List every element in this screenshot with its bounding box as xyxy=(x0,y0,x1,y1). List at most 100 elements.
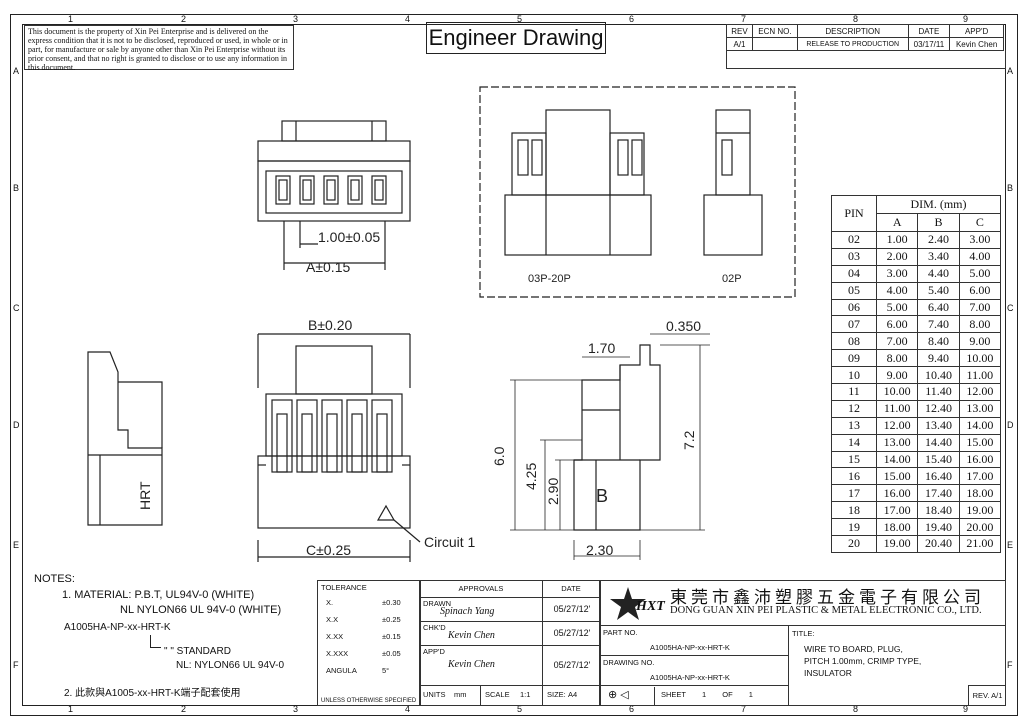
tolerance-header: TOLERANCE xyxy=(321,583,367,592)
front-view-03p xyxy=(504,109,652,256)
dim-value-cell: 17.40 xyxy=(917,484,960,503)
dim-value-cell: 3.00 xyxy=(875,264,919,283)
dim-value-cell: 10.40 xyxy=(917,366,960,385)
company-logo xyxy=(610,587,646,620)
dim-value-cell: 6.00 xyxy=(958,281,1002,300)
pin-count-cell: 02 xyxy=(831,231,877,249)
col-b-header: B xyxy=(917,213,960,232)
approved-row: APP'D Kevin Chen 05/27/12' xyxy=(420,645,600,686)
company-name-en: DONG GUAN XIN PEI PLASTIC & METAL ELECTR… xyxy=(670,605,982,616)
drawing-no-value: A1005HA-NP-xx-HRT-K xyxy=(650,673,730,682)
dim-value-cell: 18.40 xyxy=(917,501,960,520)
rear-view-cell xyxy=(346,399,368,473)
front-view-02p xyxy=(703,109,763,256)
rear-view-cell-inner xyxy=(301,413,313,473)
pin-count-cell: 05 xyxy=(831,281,877,300)
rear-view xyxy=(257,333,421,562)
pin-count-cell: 20 xyxy=(831,535,877,553)
zone-marker-A: A xyxy=(1007,66,1014,76)
zone-marker-7: 7 xyxy=(741,14,747,24)
side-view-right xyxy=(510,333,710,560)
zone-marker-E: E xyxy=(13,540,20,550)
dim-value-cell: 6.00 xyxy=(875,315,919,334)
appd-value: Kevin Chen xyxy=(949,37,1004,51)
approvals-header: APPROVALS xyxy=(420,581,543,598)
pin-count-cell: 11 xyxy=(831,383,877,401)
zone-marker-6: 6 xyxy=(629,704,635,714)
dim-value-cell: 8.00 xyxy=(875,349,919,368)
notes-bracket xyxy=(150,635,161,648)
label-02p: 02P xyxy=(722,273,742,285)
dim-value-cell: 7.00 xyxy=(958,298,1002,317)
dim-value-cell: 20.00 xyxy=(958,518,1002,537)
dim-value-cell: 3.40 xyxy=(917,247,960,266)
rear-view-cell-inner xyxy=(326,413,338,473)
top-view-cell xyxy=(323,175,339,205)
pin-count-cell: 18 xyxy=(831,501,877,520)
dim-0350: 0.350 xyxy=(666,318,701,334)
dim-72: 7.2 xyxy=(681,430,697,450)
dim-c: C±0.25 xyxy=(306,542,351,558)
drawn-date: 05/27/12' xyxy=(542,597,601,621)
notes-standard: " " STANDARD xyxy=(164,646,231,657)
zone-marker-F: F xyxy=(1007,660,1013,670)
dim-value-cell: 7.00 xyxy=(875,332,919,351)
tolerance-row: X.±0.30 xyxy=(326,598,401,607)
top-view-cell-inner xyxy=(326,179,336,201)
sheet-outer-border xyxy=(10,14,1018,716)
dim-value-cell: 19.00 xyxy=(958,501,1002,520)
pin-count-cell: 09 xyxy=(831,349,877,368)
zone-marker-2: 2 xyxy=(181,14,187,24)
dim-value-cell: 1.00 xyxy=(875,231,919,249)
dim-value-cell: 5.00 xyxy=(958,264,1002,283)
dim-value-cell: 6.40 xyxy=(917,298,960,317)
notes-material-nl: NL NYLON66 UL 94V-0 (WHITE) xyxy=(120,604,282,616)
dim-value-cell: 16.00 xyxy=(958,450,1002,469)
part-no-value: A1005HA-NP-xx-HRT-K xyxy=(650,643,730,652)
zone-marker-B: B xyxy=(1007,183,1014,193)
top-view-cell-inner xyxy=(350,179,360,201)
dim-value-cell: 13.00 xyxy=(958,399,1002,418)
dim-value-cell: 19.00 xyxy=(875,535,919,553)
dim-425: 4.25 xyxy=(523,463,539,490)
zone-marker-8: 8 xyxy=(853,14,859,24)
dim-mm-header: DIM. (mm) xyxy=(876,195,1001,214)
part-info: PART NO. A1005HA-NP-xx-HRT-K DRAWING NO.… xyxy=(600,625,789,705)
zone-marker-3: 3 xyxy=(293,704,299,714)
dim-value-cell: 16.00 xyxy=(875,484,919,503)
rear-view-cell xyxy=(271,399,293,473)
tolerance-row: X.XX±0.15 xyxy=(326,632,401,641)
revision-table-blank-row xyxy=(726,50,1006,69)
dim-value-cell: 12.40 xyxy=(917,399,960,418)
col-c-header: C xyxy=(958,213,1002,232)
dim-value-cell: 11.00 xyxy=(875,399,919,418)
dim-value-cell: 10.00 xyxy=(958,349,1002,368)
rev-box: REV. A/1 xyxy=(968,685,1006,706)
dim-value-cell: 21.00 xyxy=(958,535,1002,553)
revision-table: REV ECN NO. DESCRIPTION DATE APP'D A/1 R… xyxy=(725,24,1004,51)
hrt-mark: HRT xyxy=(137,481,153,510)
pin-header: PIN xyxy=(831,195,877,232)
pin-count-cell: 07 xyxy=(831,315,877,334)
dim-value-cell: 15.40 xyxy=(917,450,960,469)
rear-view-cell-inner xyxy=(351,413,363,473)
views-box xyxy=(479,86,796,298)
sheet-value: 1 xyxy=(701,690,707,699)
approved-date: 05/27/12' xyxy=(542,645,601,685)
label-03p-20p: 03P-20P xyxy=(528,273,571,285)
dim-value-cell: 12.00 xyxy=(875,416,919,435)
dim-value-cell: 2.00 xyxy=(875,247,919,266)
pin-count-cell: 13 xyxy=(831,416,877,435)
